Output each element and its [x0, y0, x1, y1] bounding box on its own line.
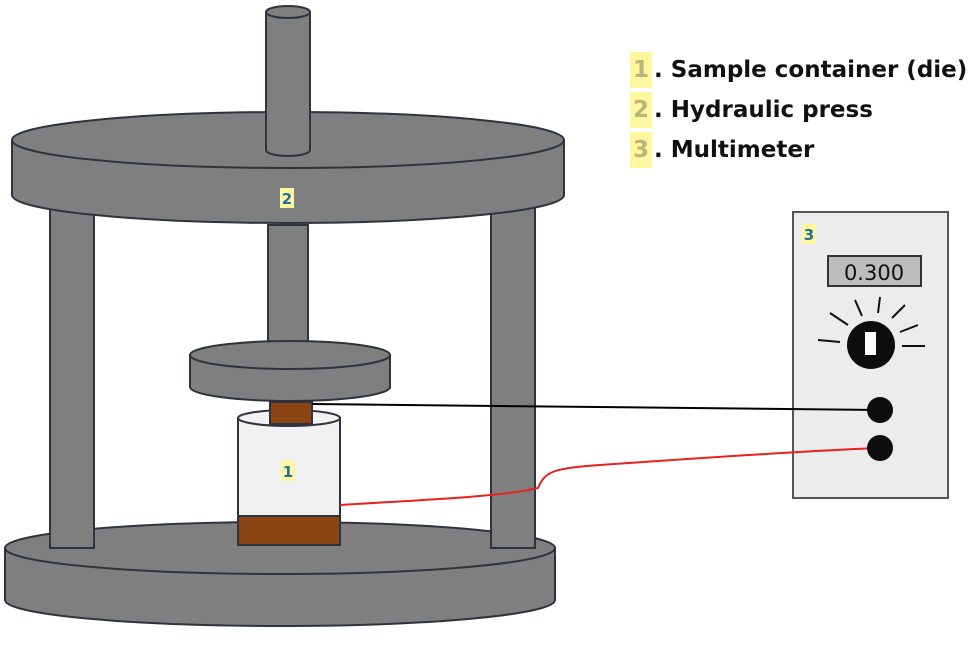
legend-separator: . — [654, 137, 671, 163]
marker-2: 2 — [282, 190, 292, 208]
legend-separator: . — [654, 97, 671, 123]
legend-label: Sample container (die) — [670, 57, 968, 83]
red-terminal — [867, 435, 893, 461]
legend-label: Multimeter — [670, 137, 815, 163]
marker-1-bg — [281, 461, 295, 481]
red-wire — [339, 447, 881, 506]
top-electrode — [269, 401, 313, 425]
legend-label: Hydraulic press — [670, 97, 873, 123]
upper-rod — [265, 11, 311, 157]
legend-item-hydraulic-press: 2. Hydraulic press — [630, 92, 967, 132]
left-column — [49, 207, 95, 549]
black-wire — [311, 403, 881, 411]
marker-1: 1 — [283, 463, 293, 481]
legend-number: 3 — [630, 132, 653, 168]
marker-3: 3 — [804, 226, 814, 244]
ram-shaft — [267, 224, 309, 356]
legend-number: 2 — [630, 92, 653, 128]
marker-2-bg — [280, 188, 294, 208]
legend-item-multimeter: 3. Multimeter — [630, 132, 967, 172]
container-bottom-electrode — [237, 514, 341, 546]
right-column — [490, 207, 536, 549]
upper-rod-top — [265, 5, 311, 19]
legend-separator: . — [654, 57, 671, 83]
lower-platen-top — [189, 340, 391, 370]
legend-item-sample-container: 1. Sample container (die) — [630, 52, 967, 92]
marker-3-bg — [802, 224, 816, 244]
legend-number: 1 — [630, 52, 653, 88]
multimeter-display — [827, 255, 922, 287]
black-terminal — [867, 397, 893, 423]
knob-pointer — [865, 332, 876, 355]
multimeter-reading: 0.300 — [844, 261, 904, 285]
knob-rays — [817, 296, 925, 347]
legend: 1. Sample container (die) 2. Hydraulic p… — [630, 52, 967, 172]
